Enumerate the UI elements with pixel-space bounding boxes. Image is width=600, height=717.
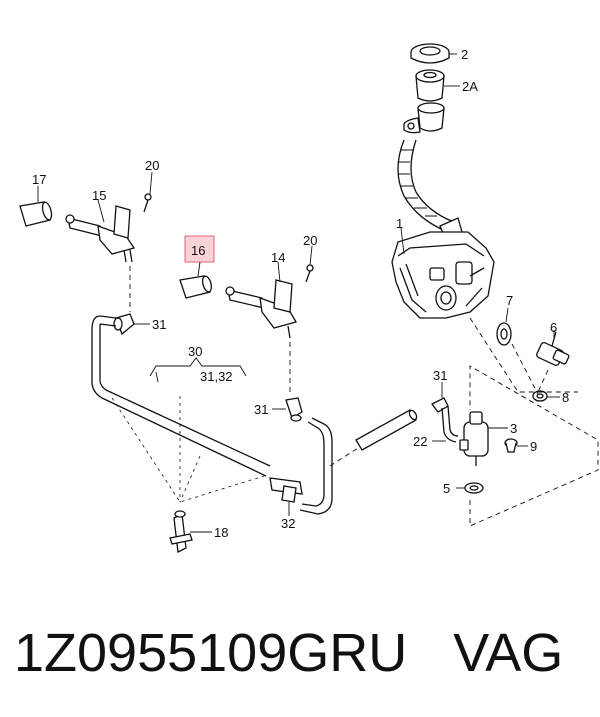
callout-8: 8	[562, 390, 569, 405]
footer: 1Z0955109GRU VAG	[14, 622, 594, 702]
hose-clip	[169, 510, 193, 553]
leader-line	[197, 261, 201, 277]
assembly-line	[469, 317, 578, 393]
callout-18: 18	[214, 525, 228, 540]
callout-15: 15	[92, 188, 106, 203]
elbow-left	[113, 313, 135, 336]
seal-ring	[532, 390, 548, 402]
callout-9: 9	[530, 439, 537, 454]
elbow-connector	[431, 397, 459, 443]
callout-14: 14	[271, 250, 285, 265]
callout-2a: 2A	[462, 79, 478, 94]
parts-diagram: 2 2A 1 7	[19, 43, 599, 553]
callout-2: 2	[461, 47, 468, 62]
bracket-30	[149, 357, 247, 377]
washer-fluid-reservoir	[391, 231, 495, 319]
washer-jet-right	[225, 279, 297, 339]
callout-7: 7	[506, 293, 513, 308]
callout-16: 16	[191, 243, 205, 258]
leader-line	[97, 199, 105, 223]
grommet	[496, 322, 512, 346]
cap-right	[179, 275, 213, 299]
callout-6: 6	[550, 320, 557, 335]
part-number: 1Z0955109GRU	[14, 623, 408, 683]
callout-20a: 20	[145, 158, 159, 173]
assembly-line	[469, 365, 599, 527]
reservoir-cap	[410, 43, 450, 64]
assembly-line	[511, 343, 549, 395]
filler-hose	[397, 139, 463, 241]
callout-1: 1	[396, 216, 403, 231]
callout-20b: 20	[303, 233, 317, 248]
screw-left	[143, 193, 152, 213]
leader-line	[155, 371, 159, 383]
callout-3: 3	[510, 421, 517, 436]
callout-17: 17	[32, 172, 46, 187]
callout-5: 5	[443, 481, 450, 496]
washer-pump	[459, 411, 489, 466]
cap-left	[19, 201, 53, 227]
leader-line	[277, 261, 281, 283]
t-piece	[269, 477, 303, 503]
brand-name: VAG	[453, 623, 564, 683]
callout-30: 30	[188, 344, 202, 359]
elbow-center	[285, 397, 303, 422]
hose-network	[91, 315, 333, 515]
callout-31a: 31	[152, 317, 166, 332]
screw-right	[305, 264, 314, 283]
callout-16-highlight	[184, 235, 215, 263]
callout-31-32: 31,32	[200, 369, 233, 384]
leader-line	[505, 307, 509, 323]
supply-hose	[355, 409, 418, 451]
leader-line	[400, 227, 405, 255]
leader-line	[149, 171, 153, 195]
filler-strainer	[415, 69, 445, 102]
washer-jet-left	[65, 205, 136, 263]
filler-neck	[403, 102, 445, 134]
pump-cap	[504, 438, 518, 453]
pump-grommet	[464, 482, 484, 494]
assembly-line	[111, 396, 265, 503]
callout-22: 22	[413, 434, 427, 449]
level-sensor	[536, 331, 570, 366]
assembly-line	[329, 447, 359, 467]
callout-31b: 31	[254, 402, 268, 417]
callout-32: 32	[281, 516, 295, 531]
callout-31c: 31	[433, 368, 447, 383]
leader-line	[309, 245, 313, 266]
